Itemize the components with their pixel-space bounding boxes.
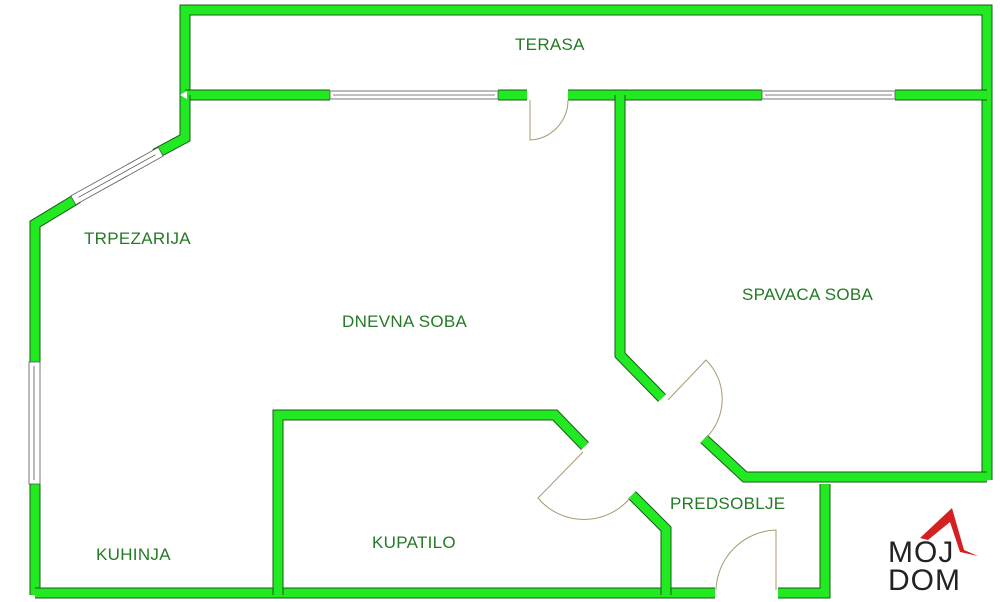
wall-bedroom — [614, 95, 987, 483]
door-entrance — [715, 529, 777, 591]
marker-arrow-icon — [180, 91, 187, 99]
door-bathroom — [537, 451, 631, 520]
room-label-kuhinja: KUHINJA — [96, 545, 171, 564]
door-terrace — [529, 99, 569, 141]
roof-icon — [920, 508, 978, 556]
room-label-kupatilo: KUPATILO — [372, 533, 456, 552]
room-label-predsoblje: PREDSOBLJE — [670, 494, 786, 513]
room-label-trpezarija: TRPEZARIJA — [84, 229, 191, 248]
logo-text-moj: MOJ — [888, 536, 955, 569]
doors — [529, 99, 777, 591]
room-label-dnevna-soba: DNEVNA SOBA — [342, 312, 468, 331]
room-label-terasa: TERASA — [515, 35, 585, 54]
moj-dom-logo: MOJ DOM — [880, 500, 990, 600]
wall-bottom — [35, 484, 831, 599]
wall-bathroom — [272, 409, 672, 595]
window-left — [28, 361, 41, 485]
windows — [28, 90, 896, 485]
room-label-spavaca-soba: SPAVACA SOBA — [742, 285, 874, 304]
walls — [29, 4, 993, 599]
logo-text-dom: DOM — [888, 564, 961, 597]
door-bedroom — [667, 359, 723, 439]
window-diagonal — [70, 146, 164, 206]
wall-left — [29, 95, 191, 595]
